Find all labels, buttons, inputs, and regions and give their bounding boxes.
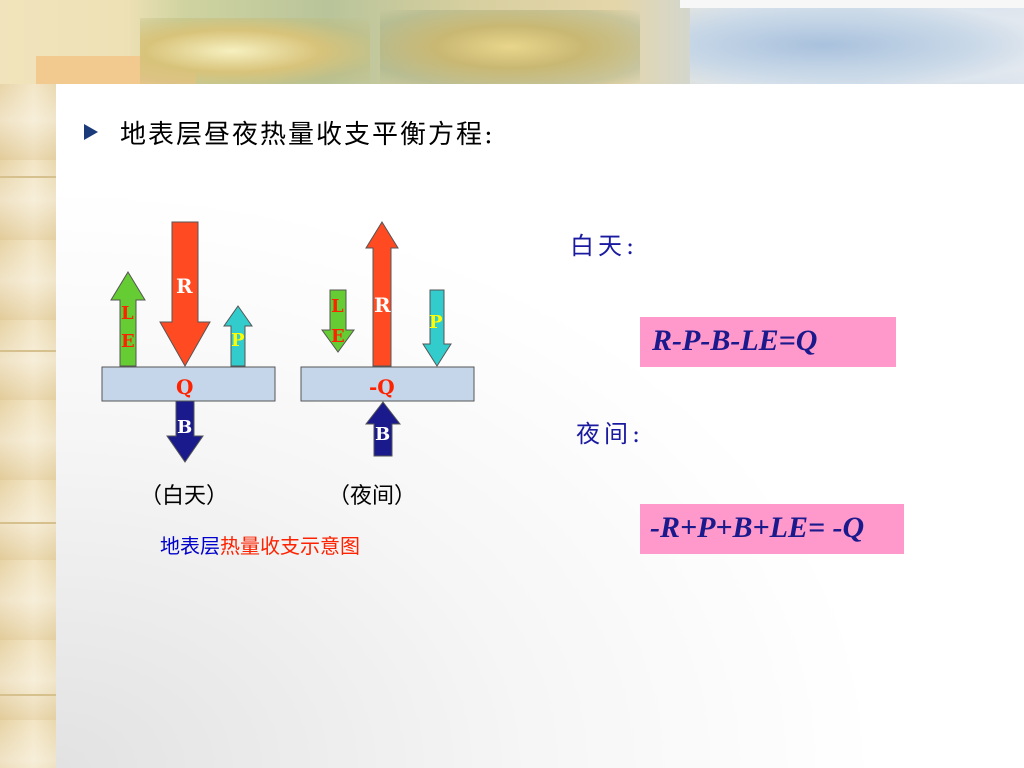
- day-b-label: B: [177, 417, 193, 438]
- night-surface: [300, 366, 475, 402]
- day-caption: （白天）: [140, 484, 229, 509]
- night-l-label: L: [331, 296, 344, 317]
- night-p-label: P: [429, 312, 443, 333]
- night-le-arrow: [321, 289, 355, 353]
- night-p-arrow: [422, 289, 452, 367]
- left-decorative-strip: [0, 0, 56, 768]
- content-panel: [56, 84, 1024, 768]
- day-equation-box: R-P-B-LE=Q: [640, 317, 896, 367]
- day-r-label: R: [176, 274, 193, 298]
- day-le-arrow: [110, 271, 146, 367]
- day-surface: [101, 366, 276, 402]
- night-equation: -R+P+B+LE= -Q: [650, 511, 865, 544]
- night-b-label: B: [375, 424, 391, 445]
- slide-title: 地表层昼夜热量收支平衡方程:: [120, 119, 495, 150]
- day-equation: R-P-B-LE=Q: [652, 324, 818, 357]
- day-r-arrow: [159, 221, 211, 368]
- night-r-label: R: [374, 293, 391, 317]
- day-e-label: E: [121, 331, 135, 352]
- night-equation-box: -R+P+B+LE= -Q: [640, 504, 904, 554]
- night-e-label: E: [331, 326, 345, 347]
- top-decorative-banner: [0, 0, 1024, 84]
- night-q-label: -Q: [369, 375, 395, 399]
- day-q-label: Q: [176, 375, 194, 399]
- diagram-title-part1: 地表层: [160, 534, 220, 558]
- night-b-arrow: [364, 401, 402, 457]
- diagram-title: 地表层热量收支示意图: [160, 530, 360, 559]
- title-row: 地表层昼夜热量收支平衡方程:: [84, 114, 495, 150]
- day-l-label: L: [121, 303, 134, 324]
- day-b-arrow: [166, 400, 204, 463]
- night-r-arrow: [365, 221, 399, 367]
- day-equation-heading: 白天:: [570, 232, 639, 260]
- day-p-arrow: [223, 305, 253, 367]
- diagram-title-part2: 热量收支示意图: [220, 534, 360, 558]
- night-caption: （夜间）: [328, 484, 417, 509]
- night-equation-heading: 夜间:: [576, 420, 645, 448]
- day-p-label: P: [231, 330, 245, 351]
- bullet-arrow-icon: [84, 124, 98, 140]
